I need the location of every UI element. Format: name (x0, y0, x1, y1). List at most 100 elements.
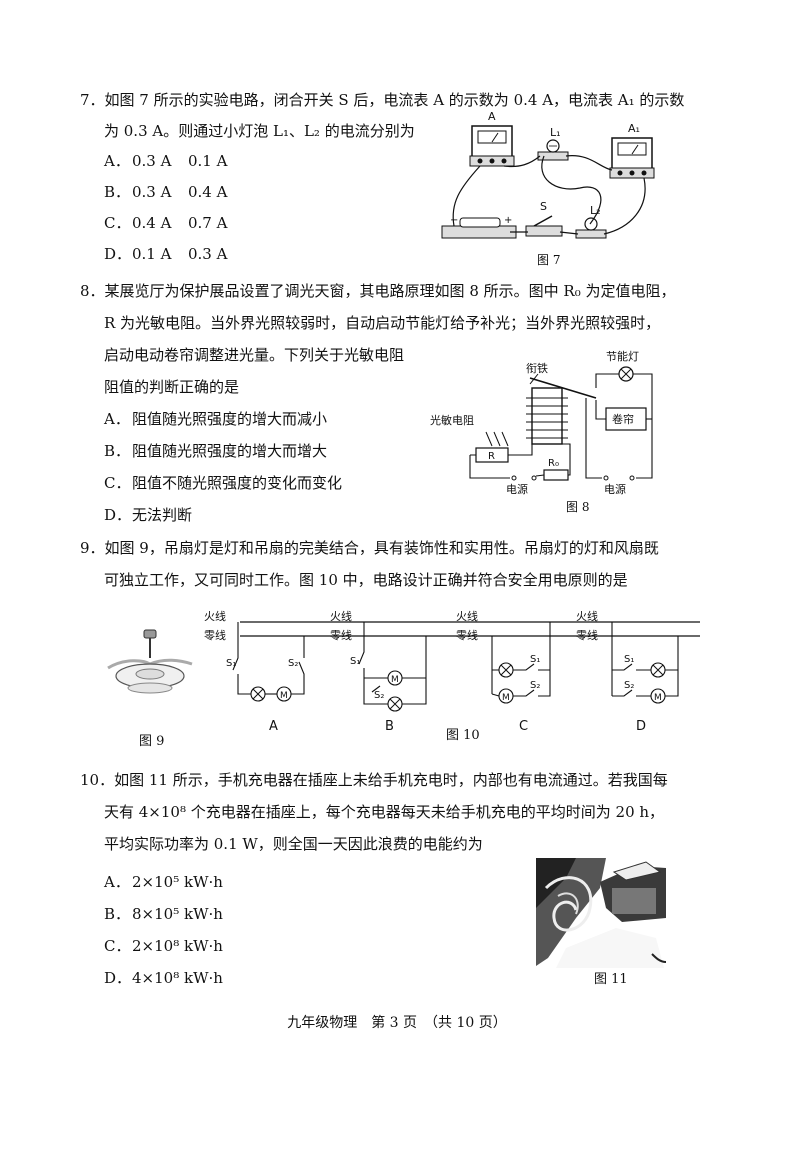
resistor-r0-icon (543, 469, 569, 481)
circuit-panel-b: 火线 零线 S₁ M S₂ B (330, 609, 427, 734)
option-value-l1: 0.3 A (132, 152, 172, 170)
figure-10-circuits: 火线 零线 S₁ M S₂ A 火线 零线 S₁ M S₂ (204, 609, 700, 734)
option-text: 无法判断 (132, 506, 193, 524)
bulb-l1-icon (537, 139, 569, 161)
figure-8-caption: 图 8 (566, 500, 590, 514)
svg-text:S₁: S₁ (350, 656, 360, 667)
label-photoresistor: 光敏电阻 (430, 413, 474, 427)
label-source-left: 电源 (506, 482, 528, 496)
svg-text:零线: 零线 (204, 628, 226, 642)
option-letter: C． (104, 937, 131, 955)
svg-text:零线: 零线 (456, 628, 478, 642)
option-value-l2: 0.7 A (188, 214, 228, 232)
svg-text:S₂: S₂ (624, 680, 634, 691)
circuit-panel-c: 火线 零线 S₁ M S₂ C (456, 609, 551, 734)
label-l2: L₂ (590, 204, 601, 217)
svg-text:S₁: S₁ (530, 654, 540, 665)
option-text: 2×10⁸ kW·h (132, 937, 223, 955)
q10-stem-line1: 10．如图 11 所示，手机充电器在插座上未给手机充电时，内部也有电流通过。若我… (80, 771, 668, 789)
svg-text:S₁: S₁ (624, 654, 634, 665)
figure-7-circuit: A L₁ A₁ − + S (441, 110, 655, 239)
label-a: A (488, 110, 496, 123)
q8-stem-line3: 启动电动卷帘调整进光量。下列关于光敏电阻 (104, 346, 405, 364)
ammeter-a-icon (469, 125, 515, 167)
label-plus: + (504, 215, 512, 226)
option-text: 4×10⁸ kW·h (132, 969, 223, 987)
panel-label-d: D (636, 719, 646, 734)
q8-stem-line2: R 为光敏电阻。当外界光照较弱时，自动启动节能灯给予补光；当外界光照较强时， (104, 314, 661, 332)
option-letter: B． (104, 905, 131, 923)
switch-s-icon (525, 215, 563, 237)
q7-stem-line1: 7．如图 7 所示的实验电路，闭合开关 S 后，电流表 A 的示数为 0.4 A… (80, 91, 685, 109)
svg-text:火线: 火线 (456, 609, 478, 623)
circuit-panel-a: 火线 零线 S₁ M S₂ A (204, 609, 305, 734)
q8-stem-line1: 8．某展览厅为保护展品设置了调光天窗，其电路原理如图 8 所示。图中 R₀ 为定… (80, 282, 676, 300)
svg-text:M: M (280, 691, 288, 701)
svg-text:火线: 火线 (576, 609, 598, 623)
option-value-l1: 0.3 A (132, 183, 172, 201)
label-r: R (488, 451, 495, 462)
figure-7-caption: 图 7 (537, 253, 561, 267)
label-armature: 衔铁 (526, 362, 548, 375)
option-letter: A． (104, 410, 130, 428)
page-footer: 九年级物理 第 3 页 （共 10 页） (287, 1015, 507, 1031)
q9-stem-line1: 9．如图 9，吊扇灯是灯和吊扇的完美结合，具有装饰性和实用性。吊扇灯的灯和风扇既 (80, 539, 659, 557)
label-curtain: 卷帘 (612, 412, 634, 426)
svg-text:零线: 零线 (330, 628, 352, 642)
armature-bar (529, 377, 597, 399)
figure-11-caption: 图 11 (594, 972, 628, 987)
panel-label-c: C (519, 719, 528, 734)
option-text: 阻值随光照强度的增大而增大 (132, 442, 328, 460)
option-letter: C． (104, 474, 131, 492)
svg-text:S₂: S₂ (530, 680, 540, 691)
option-letter: A． (104, 152, 130, 170)
electromagnet-icon (526, 387, 568, 445)
option-letter: C． (104, 214, 131, 232)
option-value-l2: 0.3 A (188, 245, 228, 263)
option-letter: D． (104, 969, 132, 987)
svg-text:S₂: S₂ (288, 658, 298, 669)
label-s: S (540, 200, 547, 213)
label-lamp: 节能灯 (606, 349, 639, 363)
bulb-l2-icon (575, 217, 607, 239)
svg-text:火线: 火线 (204, 609, 226, 623)
option-letter: B． (104, 183, 131, 201)
figure-11-charger-photo (536, 858, 667, 970)
option-letter: D． (104, 506, 132, 524)
svg-text:零线: 零线 (576, 628, 598, 642)
figure-9-ceiling-fan-lamp (107, 629, 193, 694)
label-a1: A₁ (628, 122, 640, 135)
option-value-l2: 0.1 A (188, 152, 228, 170)
ammeter-a1-icon (609, 137, 655, 179)
figure-10-caption: 图 10 (446, 728, 480, 743)
option-text: 阻值随光照强度的增大而减小 (132, 410, 328, 428)
option-letter: B． (104, 442, 131, 460)
option-letter: A． (104, 873, 130, 891)
option-value-l1: 0.4 A (132, 214, 172, 232)
q10-stem-line3: 平均实际功率为 0.1 W，则全国一天因此浪费的电能约为 (104, 835, 483, 853)
figure-8-relay-circuit: 衔铁 节能灯 卷帘 电源 光敏电阻 R (430, 349, 653, 496)
option-letter: D． (104, 245, 132, 263)
label-l1: L₁ (550, 126, 561, 139)
option-text: 阻值不随光照强度的变化而变化 (132, 474, 343, 492)
option-value-l1: 0.1 A (132, 245, 172, 263)
option-value-l2: 0.4 A (188, 183, 228, 201)
option-text: 2×10⁵ kW·h (132, 873, 223, 891)
svg-text:S₂: S₂ (374, 690, 384, 701)
label-r0: R₀ (548, 458, 559, 469)
q7-stem-line2: 为 0.3 A。则通过小灯泡 L₁、L₂ 的电流分别为 (104, 122, 415, 140)
label-source-right: 电源 (604, 482, 626, 496)
svg-text:S₁: S₁ (226, 658, 236, 669)
circuit-panel-d: 火线 零线 S₁ S₂ M D (576, 609, 679, 734)
panel-label-a: A (269, 719, 278, 734)
svg-text:M: M (391, 675, 399, 685)
battery-icon (441, 217, 517, 239)
label-minus: − (450, 215, 458, 226)
figure-9-caption: 图 9 (139, 734, 165, 749)
q8-stem-line4: 阻值的判断正确的是 (104, 378, 240, 396)
q9-stem-line2: 可独立工作，又可同时工作。图 10 中，电路设计正确并符合安全用电原则的是 (104, 571, 628, 589)
q10-stem-line2: 天有 4×10⁸ 个充电器在插座上，每个充电器每天未给手机充电的平均时间为 20… (104, 803, 665, 821)
svg-text:火线: 火线 (330, 609, 352, 623)
svg-text:M: M (502, 693, 510, 703)
